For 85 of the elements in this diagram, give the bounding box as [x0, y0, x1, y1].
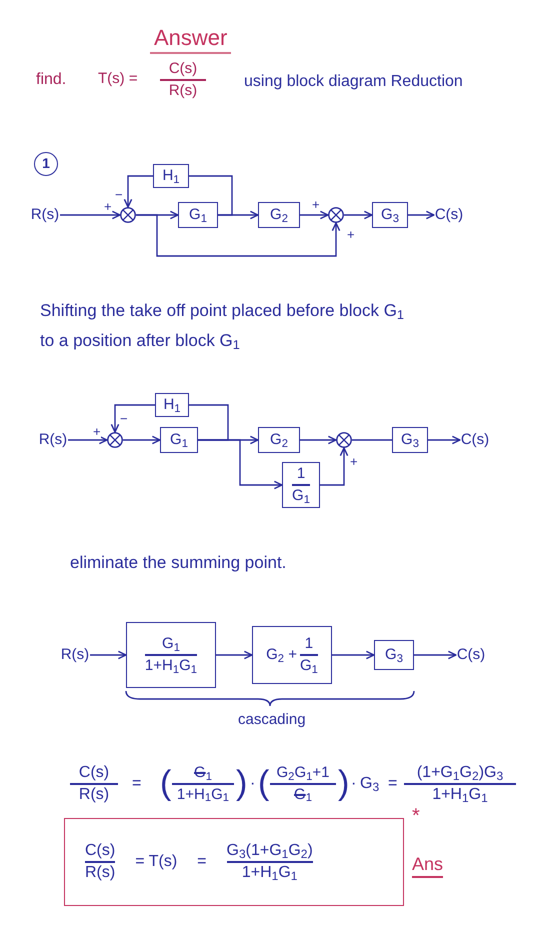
- summing-junction: [120, 207, 136, 223]
- parenthesis: ): [338, 763, 350, 804]
- parenthesis: (: [160, 763, 172, 804]
- arrow: [123, 436, 161, 444]
- equation-text: R(s): [168, 82, 198, 100]
- equation-text: G$_{3}$: [360, 774, 380, 794]
- note-mark: *: [412, 806, 420, 826]
- connector-line: [189, 404, 229, 441]
- transfer-block: G$_{2}$: [258, 427, 300, 453]
- equation-text: G$_{1}$: [194, 764, 212, 782]
- signal-label: R(s): [60, 646, 90, 664]
- block-label: G$_{2}$ +: [266, 646, 297, 664]
- transfer-block: H$_{1}$: [155, 393, 189, 417]
- connector-line: [189, 175, 233, 216]
- transfer-block: G$_{1}$: [178, 202, 218, 228]
- signal-label: C(s): [460, 431, 490, 449]
- arrow: [60, 210, 121, 220]
- signal-label: C(s): [456, 646, 486, 664]
- equation-text: (1+G$_{1}$G$_{2}$)G$_{3}$: [416, 764, 504, 782]
- arrow: [428, 436, 461, 444]
- connector-line: [352, 439, 392, 441]
- signal-label: R(s): [30, 206, 60, 224]
- equation-text: C(s): [168, 60, 198, 78]
- instruction-text: using block diagram Reduction: [244, 72, 463, 92]
- circled-number: 1: [34, 152, 58, 176]
- equation-text: =: [132, 774, 142, 794]
- signal-label: R(s): [38, 431, 68, 449]
- equation-text: T(s) =: [98, 70, 138, 88]
- equation-text: R(s): [85, 864, 116, 882]
- arrow: [110, 404, 155, 433]
- arrow: [124, 175, 153, 208]
- arrow: [320, 447, 348, 486]
- transfer-block: [126, 622, 216, 688]
- arrow: [414, 650, 457, 660]
- summing-junction: [336, 432, 352, 448]
- summing-junction: [328, 207, 344, 223]
- transfer-block: [282, 462, 320, 508]
- transfer-block: [252, 626, 332, 684]
- block-label: G$_{1}$: [162, 635, 180, 654]
- equation-text: G$_{1}$: [294, 786, 312, 804]
- arrow: [332, 650, 375, 660]
- arrow: [300, 436, 337, 444]
- equation-text: = T(s): [135, 853, 178, 871]
- arrow: [300, 210, 329, 220]
- equation-text: R(s): [78, 786, 110, 804]
- transfer-block: G$_{1}$: [160, 427, 198, 453]
- equation-text: 1+H$_{1}$G$_{1}$: [242, 864, 298, 882]
- answer-tag: Ans: [412, 852, 444, 878]
- title: Answer: [150, 24, 232, 54]
- block-label: 1+H$_{1}$G$_{1}$: [144, 656, 198, 675]
- step-note: Shifting the take off point placed before block G$_{1}$ to a position after block G$_{1}$: [40, 300, 406, 354]
- equation-text: G$_{2}$G$_{1}$+1: [276, 764, 330, 782]
- brace-label: cascading: [238, 710, 306, 730]
- block-label: G$_{1}$: [292, 486, 310, 505]
- parenthesis: ): [236, 763, 248, 804]
- equation-text: C(s): [85, 842, 116, 860]
- step-note: eliminate the summing point.: [70, 552, 286, 574]
- equation-text: =: [197, 853, 206, 871]
- arrow: [408, 210, 435, 220]
- parenthesis: (: [258, 763, 270, 804]
- block-label: 1: [296, 465, 306, 484]
- answer-box: [64, 818, 404, 906]
- instruction-text: find.: [36, 70, 66, 90]
- arrow: [198, 439, 283, 490]
- summing-junction: [107, 432, 123, 448]
- equation-text: ·: [351, 774, 356, 794]
- transfer-block: H$_{1}$: [153, 164, 189, 188]
- signal-label: C(s): [434, 206, 464, 224]
- equation-text: ·: [250, 774, 256, 794]
- arrow: [90, 650, 127, 660]
- transfer-block: G$_{3}$: [392, 427, 428, 453]
- transfer-block: G$_{3}$: [372, 202, 408, 228]
- arrow: [216, 650, 253, 660]
- block-label: G$_{1}$: [300, 656, 318, 675]
- equation-text: C(s): [78, 764, 110, 782]
- block-label: 1: [304, 635, 314, 654]
- arrow: [68, 436, 108, 444]
- equation-text: 1+H$_{1}$G$_{1}$: [176, 786, 230, 804]
- equation-text: G$_{3}$(1+G$_{1}$G$_{2}$): [226, 842, 313, 860]
- equation-text: =: [388, 774, 398, 794]
- equation-text: 1+H$_{1}$G$_{1}$: [432, 786, 488, 804]
- arrow: [136, 214, 340, 257]
- transfer-block: G$_{2}$: [258, 202, 300, 228]
- arrow: [344, 210, 373, 220]
- transfer-block: G$_{3}$: [374, 640, 414, 670]
